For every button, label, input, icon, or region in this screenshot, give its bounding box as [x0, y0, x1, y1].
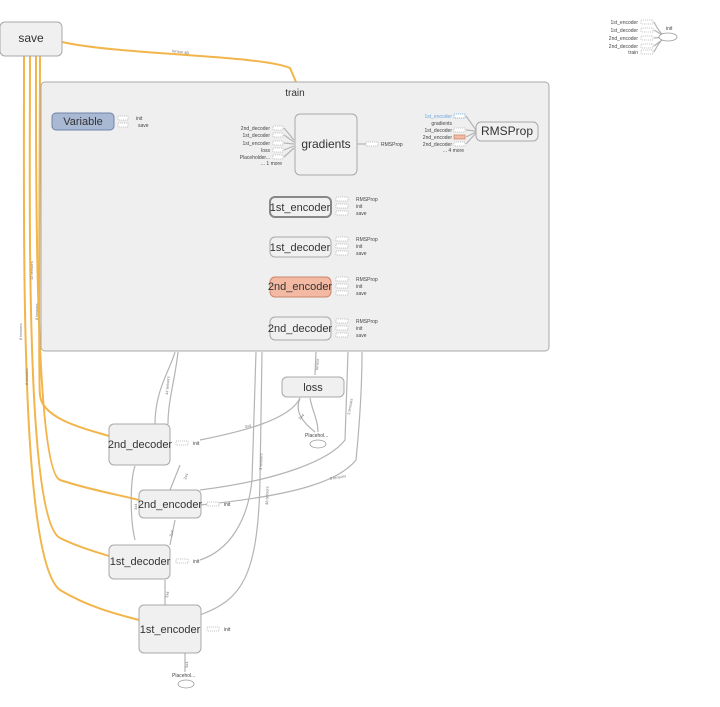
placeholder-input-node[interactable]: [177, 679, 195, 689]
node-output: init: [224, 502, 231, 508]
svg-text:3x4: 3x4: [133, 503, 138, 510]
module-output: init: [356, 284, 363, 290]
node-label: 1st_decoder: [110, 556, 171, 568]
train-title: train: [285, 88, 304, 99]
module-output: init: [356, 204, 363, 210]
svg-text:44 tensors: 44 tensors: [164, 376, 171, 395]
node-2nd-encoder[interactable]: 2nd_encoder: [138, 489, 203, 519]
gradients-input: loss: [261, 148, 270, 154]
save-edges: tensor 4B: [22, 41, 297, 621]
node-output: init: [224, 627, 231, 633]
save-node[interactable]: save: [0, 21, 63, 57]
legend-target: init: [666, 26, 673, 32]
save-label: save: [18, 31, 44, 45]
svg-text:8 tensors: 8 tensors: [34, 304, 39, 320]
node-label: 2nd_decoder: [108, 439, 173, 451]
svg-text:3 tensors: 3 tensors: [346, 398, 354, 415]
gradients-input: 1st_encoder: [242, 141, 270, 147]
variable-output: init: [136, 116, 143, 122]
node-1st-encoder[interactable]: 1st_encoder: [138, 604, 202, 654]
gradients-inputs: 2nd_decoder 1st_decoder 1st_encoder loss…: [240, 125, 295, 167]
gradients-label: gradients: [301, 137, 350, 151]
legend-init-node[interactable]: [658, 32, 678, 42]
train-module-2nd-decoder[interactable]: 2nd_decoder: [268, 316, 333, 341]
node-label: 2nd_encoder: [138, 499, 203, 511]
module-label: 1st_decoder: [270, 242, 331, 254]
module-output: RMSProp: [356, 237, 378, 243]
svg-text:3x4: 3x4: [164, 590, 170, 598]
rmsprop-input: 2nd_encoder: [423, 135, 453, 141]
module-outputs: RMSProp init save RMSProp init save RMSP…: [335, 196, 378, 339]
module-output: init: [356, 326, 363, 332]
node-2nd-decoder[interactable]: 2nd_decoder: [108, 423, 173, 466]
node-label: 1st_encoder: [140, 624, 201, 636]
svg-text:3x4: 3x4: [297, 412, 306, 421]
rmsprop-input: 1st_decoder: [424, 128, 452, 134]
variable-output: save: [138, 123, 149, 129]
graph-edges: 44 tensors tensor 3 tensors 48 tensors 3…: [18, 261, 363, 672]
module-label: 2nd_decoder: [268, 323, 333, 335]
legend-item: 1st_encoder: [610, 20, 638, 26]
rmsprop-label: RMSProp: [481, 124, 533, 138]
svg-text:3x4: 3x4: [168, 529, 175, 537]
module-output: save: [356, 211, 367, 217]
gradients-input: 2nd_decoder: [241, 126, 271, 132]
svg-text:3x4: 3x4: [184, 661, 189, 668]
train-group[interactable]: train Variable init save 2nd_decoder 1st…: [40, 81, 550, 352]
svg-text:8 tensors: 8 tensors: [18, 324, 23, 340]
module-label: 2nd_encoder: [268, 281, 333, 293]
rmsprop-input: 1st_encoder: [424, 114, 452, 120]
module-output: save: [356, 333, 367, 339]
module-output: init: [356, 244, 363, 250]
train-module-2nd-encoder[interactable]: 2nd_encoder: [268, 276, 333, 298]
node-output: init: [193, 441, 200, 447]
rmsprop-node[interactable]: RMSProp: [475, 121, 539, 142]
gradients-input: ... 1 more: [261, 161, 282, 167]
train-module-1st-encoder[interactable]: 1st_encoder: [269, 196, 332, 218]
gradients-node[interactable]: gradients: [294, 113, 358, 176]
rmsprop-input: gradients: [431, 121, 452, 127]
rmsprop-input: ... 4 more: [443, 148, 464, 154]
svg-text:48 tensors: 48 tensors: [264, 486, 270, 505]
placeholder-input-label: Placehol...: [172, 673, 195, 679]
legend-item: 2nd_encoder: [609, 36, 639, 42]
svg-text:12 tensors: 12 tensors: [29, 261, 34, 280]
module-output: save: [356, 291, 367, 297]
svg-text:3x4: 3x4: [244, 423, 252, 429]
variable-node[interactable]: Variable: [51, 112, 115, 131]
gradients-input: 1st_decoder: [242, 133, 270, 139]
module-output: save: [356, 251, 367, 257]
train-module-1st-decoder[interactable]: 1st_decoder: [269, 236, 332, 258]
rmsprop-input: 2nd_decoder: [423, 142, 453, 148]
legend-item: train: [628, 50, 638, 56]
node-1st-decoder[interactable]: 1st_decoder: [108, 544, 171, 580]
node-output: init: [193, 559, 200, 565]
legend-item: 1st_decoder: [610, 28, 638, 34]
placeholder-loss-label: Placehol...: [305, 433, 328, 439]
legend-item: 2nd_decoder: [609, 44, 639, 50]
svg-text:3 tensors: 3 tensors: [258, 453, 264, 470]
loss-node[interactable]: loss: [281, 376, 345, 398]
gradients-output: RMSProp: [381, 142, 403, 148]
svg-text:3x4: 3x4: [182, 472, 189, 480]
svg-text:3 tensors: 3 tensors: [329, 473, 346, 481]
legend: 1st_encoder 1st_decoder 2nd_encoder 2nd_…: [609, 19, 678, 56]
placeholder-loss-node[interactable]: [309, 439, 327, 449]
module-output: RMSProp: [356, 277, 378, 283]
module-output: RMSProp: [356, 319, 378, 325]
gradients-input: Placeholder...: [240, 155, 270, 161]
rmsprop-inputs: 1st_encoder gradients 1st_decoder 2nd_en…: [423, 113, 477, 154]
module-label: 1st_encoder: [270, 202, 331, 214]
svg-text:tensor: tensor: [314, 358, 320, 370]
svg-text:8 tensors: 8 tensors: [24, 369, 29, 385]
module-output: RMSProp: [356, 197, 378, 203]
variable-label: Variable: [63, 116, 103, 128]
loss-label: loss: [303, 382, 323, 394]
svg-text:tensor 4B: tensor 4B: [172, 48, 190, 55]
